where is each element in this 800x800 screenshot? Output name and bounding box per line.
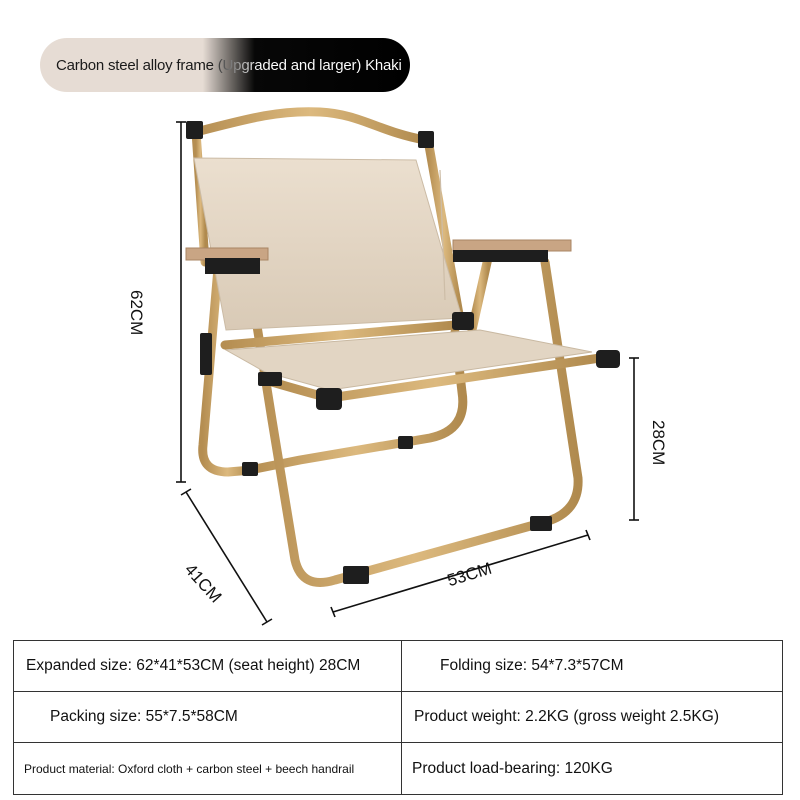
spec-product-weight: Product weight: 2.2KG (gross weight 2.5K… (402, 692, 782, 743)
spec-packing-size: Packing size: 55*7.5*58CM (14, 692, 402, 743)
chair-illustration (176, 107, 639, 626)
width-dimension-line (332, 534, 589, 613)
spec-folding-size: Folding size: 54*7.3*57CM (402, 641, 782, 692)
seat-fabric (224, 329, 593, 391)
backrest-fabric (193, 157, 463, 331)
product-title: Carbon steel alloy frame (Upgraded and l… (56, 57, 408, 74)
spec-expanded-size: Expanded size: 62*41*53CM (seat height) … (14, 641, 402, 692)
seat-height-dimension-label: 28CM (649, 420, 668, 466)
depth-dimension-line (185, 491, 268, 623)
frame-joints (186, 121, 620, 584)
spec-table: Expanded size: 62*41*53CM (seat height) … (13, 640, 783, 795)
armrests (185, 239, 572, 274)
dimension-lines (176, 121, 639, 626)
spec-load-bearing: Product load-bearing: 120KG (412, 759, 613, 777)
spec-product-material: Product material: Oxford cloth + carbon … (14, 743, 402, 794)
product-title-banner: Carbon steel alloy frame (Upgraded and l… (40, 38, 410, 92)
height-dimension-label: 62CM (127, 290, 146, 336)
